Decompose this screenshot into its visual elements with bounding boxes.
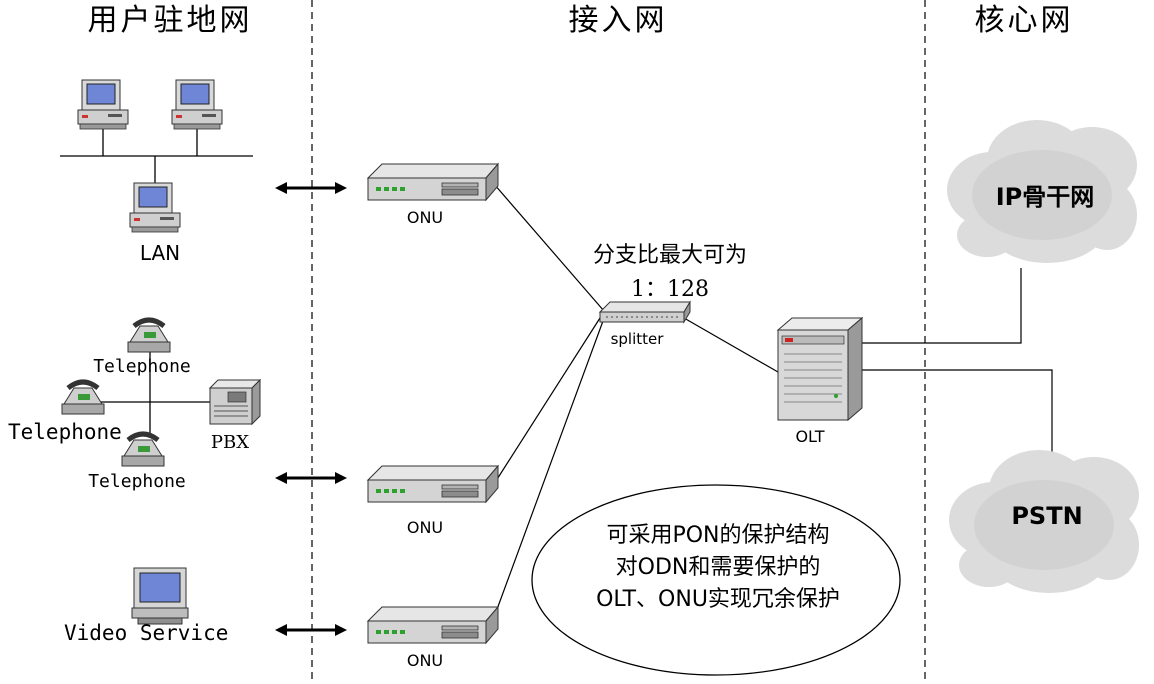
onu-device-icon — [367, 163, 499, 201]
pbx-icon — [208, 378, 262, 426]
telephone-left-label: Telephone — [8, 420, 122, 444]
telephone-top-label: Telephone — [93, 356, 191, 377]
olt-label: OLT — [795, 427, 824, 446]
telephone-icon — [128, 320, 170, 352]
video-service-group: Video Service — [64, 567, 228, 645]
double-arrow-icon — [273, 470, 349, 486]
lan-group: LAN — [60, 79, 253, 265]
protection-note-ellipse — [531, 484, 901, 676]
onu-device-icon — [367, 606, 499, 644]
video-service-label: Video Service — [64, 621, 228, 645]
onu-device-icon — [367, 465, 499, 503]
fiber-links — [493, 183, 1053, 613]
double-arrow-icon — [273, 180, 349, 196]
telephony-group: Telephone Telephone Telephone PBX — [8, 320, 262, 492]
split-ratio-text: 分支比最大可为 — [593, 243, 747, 268]
zone-header-core-network: 核心网 — [975, 3, 1074, 38]
splitter-label: splitter — [611, 330, 665, 348]
onu-top-label: ONU — [407, 208, 443, 227]
pbx-label: PBX — [211, 432, 249, 453]
lan-computer-icon — [171, 79, 223, 130]
telephone-icon — [62, 382, 104, 414]
protection-note-line3: OLT、ONU实现冗余保护 — [596, 587, 840, 612]
ip-backbone-label: IP骨干网 — [996, 183, 1095, 211]
onu-mid-label: ONU — [407, 518, 443, 537]
lan-computer-icon — [129, 182, 181, 233]
telephone-icon — [122, 434, 164, 466]
zone-header-customer-premises: 用户驻地网 — [88, 3, 253, 38]
olt-device-icon — [776, 316, 864, 422]
zone-header-access-network: 接入网 — [569, 3, 668, 38]
monitor-icon — [131, 567, 189, 625]
onu-bottom-label: ONU — [407, 651, 443, 670]
telephone-bottom-label: Telephone — [88, 471, 186, 492]
splitter-device-icon — [598, 300, 691, 324]
pstn-label: PSTN — [1011, 502, 1082, 530]
split-ratio-value: 1：128 — [631, 277, 709, 302]
protection-note-line1: 可采用PON的保护结构 — [606, 523, 829, 548]
lan-label: LAN — [140, 241, 180, 265]
double-arrow-icon — [273, 622, 349, 638]
protection-note-line2: 对ODN和需要保护的 — [616, 555, 821, 580]
lan-computer-icon — [77, 79, 129, 130]
